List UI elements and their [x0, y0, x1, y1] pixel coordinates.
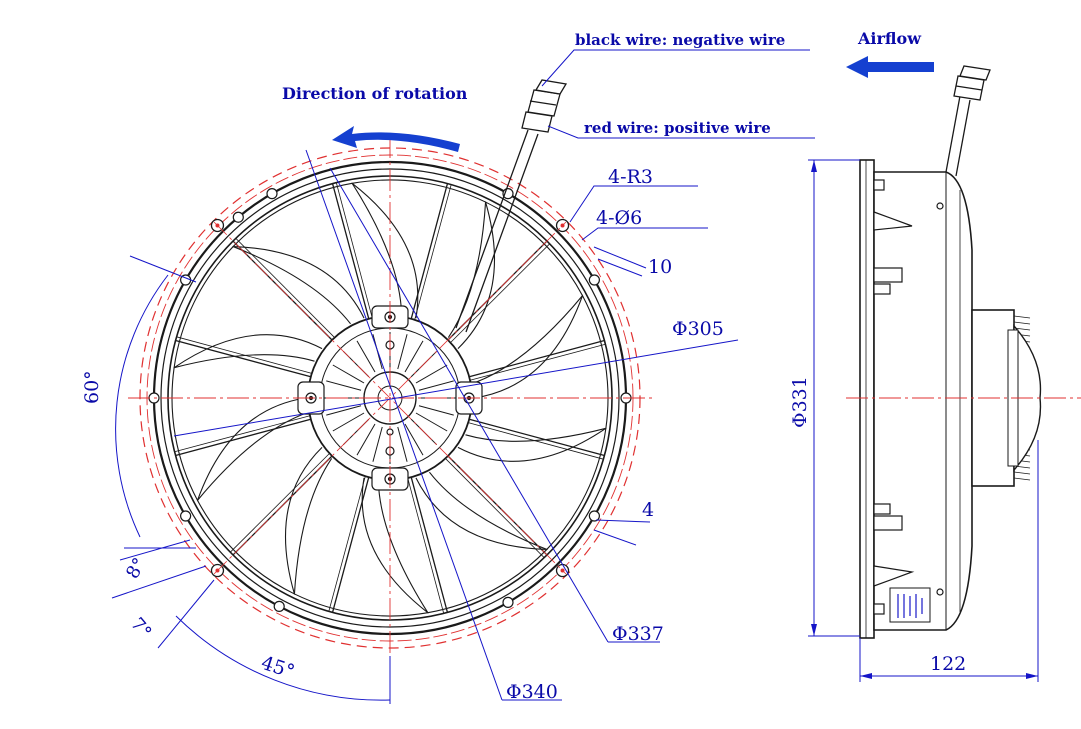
angle-45-label: 45°	[258, 652, 297, 683]
spoke	[230, 453, 330, 553]
ring-340-label: Φ340	[506, 681, 558, 703]
ring-tab	[588, 510, 600, 522]
ring-tab	[502, 596, 514, 608]
holes-label: 4-Ø6	[596, 207, 642, 229]
hub-rib	[326, 380, 362, 391]
height-label: Φ331	[789, 376, 811, 428]
motor-fin	[1013, 477, 1031, 481]
red-wire-label: red wire: positive wire	[584, 119, 771, 137]
blade	[293, 458, 430, 617]
hub-rib	[415, 364, 448, 384]
front-view	[128, 79, 652, 660]
blade	[196, 412, 323, 595]
spoke	[469, 339, 605, 378]
spoke	[235, 238, 335, 338]
spoke	[410, 477, 449, 613]
spoke	[175, 339, 311, 378]
hub-rib	[332, 412, 365, 432]
motor-fin	[1013, 321, 1031, 325]
hub-rib	[372, 426, 383, 462]
ring-tab	[588, 274, 600, 286]
radius-label: 4-R3	[608, 166, 653, 188]
hub-rib	[332, 364, 365, 384]
hub-rib	[326, 405, 362, 416]
depth-label: 122	[930, 653, 966, 675]
spoke	[469, 418, 605, 457]
spec-label-lines	[897, 594, 923, 618]
rib-width-label: 10	[648, 256, 672, 278]
blade	[377, 477, 549, 614]
power-cable	[455, 79, 568, 333]
spoke	[174, 415, 311, 453]
spoke	[175, 418, 311, 457]
blade	[465, 294, 609, 442]
angle-7-label: 7°	[126, 614, 155, 643]
spoke	[331, 183, 370, 319]
spoke	[335, 182, 373, 319]
blade	[457, 201, 584, 384]
ring-337-label: Φ337	[612, 623, 664, 645]
blade	[173, 245, 351, 369]
hub-rib	[415, 412, 448, 432]
black-wire-label: black wire: negative wire	[575, 31, 785, 49]
blade	[171, 354, 315, 502]
side-cable	[945, 65, 991, 177]
spec-label-plate	[889, 587, 931, 623]
centerline-diagonal-b	[213, 221, 567, 575]
spoke	[407, 477, 445, 614]
shroud-spokes	[174, 182, 606, 614]
spoke	[450, 243, 550, 343]
hub-rib	[356, 340, 376, 373]
motor-housing	[873, 171, 973, 631]
ring-tab	[273, 600, 285, 612]
hub-rib	[418, 380, 454, 391]
blade	[429, 427, 607, 551]
inner-diameter-label: Φ305	[672, 318, 724, 340]
airflow-label: Airflow	[857, 29, 922, 48]
spoke	[328, 476, 366, 612]
motor-fin	[1013, 471, 1031, 475]
curved-arrow-left-icon	[332, 126, 460, 152]
motor-fin	[1013, 315, 1031, 319]
angle-60-label: 60°	[81, 370, 103, 404]
spoke	[414, 184, 452, 320]
spoke	[410, 183, 449, 319]
blade	[231, 182, 403, 319]
shroud-plate	[859, 159, 875, 639]
ring-tab	[180, 510, 192, 522]
arrow-left-icon	[846, 56, 934, 78]
front-dimensions: black wire: negative wire red wire: posi…	[81, 31, 815, 704]
hub-rib	[397, 334, 408, 370]
ring-tab	[232, 211, 244, 223]
hub-rib	[397, 426, 408, 462]
spoke	[331, 477, 370, 613]
hub-rib	[356, 423, 376, 456]
side-tabs	[873, 179, 944, 615]
side-view: Airflow	[789, 29, 1081, 682]
hub-rib	[404, 423, 424, 456]
hub-rib	[418, 405, 454, 416]
rotation-label: Direction of rotation	[282, 84, 468, 103]
ring-tab	[266, 188, 278, 200]
hub-rib	[404, 340, 424, 373]
spoke	[469, 343, 606, 381]
rib-gap-label: 4	[642, 499, 654, 521]
